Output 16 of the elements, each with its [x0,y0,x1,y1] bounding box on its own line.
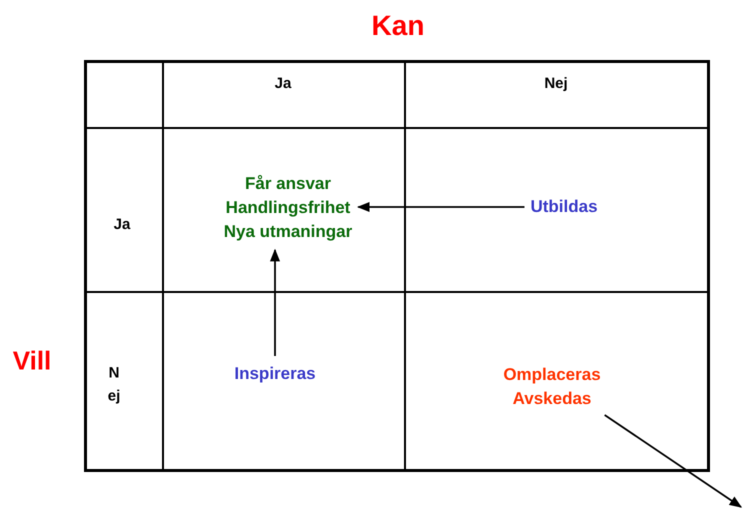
header-label: Ja [114,214,130,235]
header-label: Nej [544,74,568,94]
arrow [270,248,280,356]
axis-label: Vill [12,344,52,378]
header-label: Ja [274,74,292,94]
cell-text: Omplaceras [503,364,601,386]
cell-text: Utbildas [530,196,598,218]
cell-text: Avskedas [512,388,592,410]
cell-text: Handlingsfrihet [226,197,350,219]
arrow [356,202,524,212]
cell-text: Nya utmaningar [224,221,352,243]
arrow [604,414,742,508]
cell-text: Inspireras [234,363,316,385]
cell-text: Får ansvar [245,173,331,195]
axis-label: Kan [372,9,424,43]
header-label: Nej [106,364,122,406]
